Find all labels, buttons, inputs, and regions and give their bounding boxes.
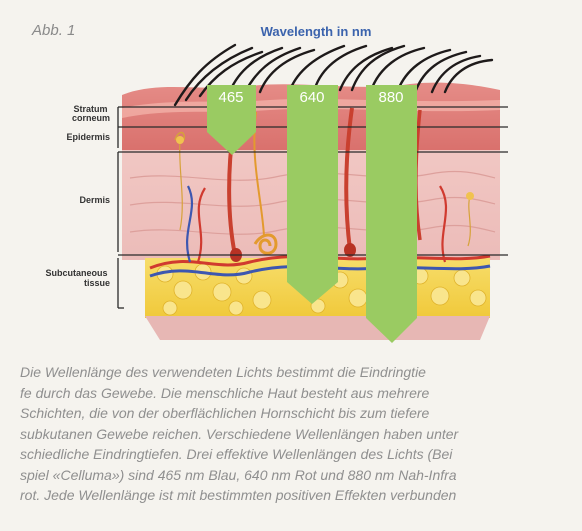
arrow-880: 880 xyxy=(366,85,417,343)
caption-line: spiel «Celluma») sind 465 nm Blau, 640 n… xyxy=(20,465,582,486)
figure-caption: Die Wellenlänge des verwendeten Lichts b… xyxy=(20,362,582,506)
layer-label-stratum-corneum: Stratum corneum xyxy=(72,104,110,123)
wavelength-label-465: 465 xyxy=(218,89,243,106)
layer-label-dermis: Dermis xyxy=(79,195,110,205)
skin-penetration-diagram: Stratum corneum Epidermis Dermis Subcuta… xyxy=(0,0,582,360)
arrow-640: 640 xyxy=(287,85,338,304)
caption-line: subkutanen Gewebe reichen. Verschiedene … xyxy=(20,424,582,445)
caption-line: fe durch das Gewebe. Die menschliche Hau… xyxy=(20,383,582,404)
caption-line: schiedliche Eindringtiefen. Drei effekti… xyxy=(20,444,582,465)
diagram-title: Wavelength in nm xyxy=(261,24,372,39)
wavelength-label-640: 640 xyxy=(299,89,324,106)
wavelength-label-880: 880 xyxy=(378,89,403,106)
caption-line: rot. Jede Wellenlänge ist mit bestimmten… xyxy=(20,485,582,506)
layer-label-subcutaneous: Subcutaneous tissue xyxy=(45,268,110,288)
caption-line: Schichten, die von der oberflächlichen H… xyxy=(20,403,582,424)
caption-line: Die Wellenlänge des verwendeten Lichts b… xyxy=(20,362,582,383)
layer-label-epidermis: Epidermis xyxy=(66,132,110,142)
